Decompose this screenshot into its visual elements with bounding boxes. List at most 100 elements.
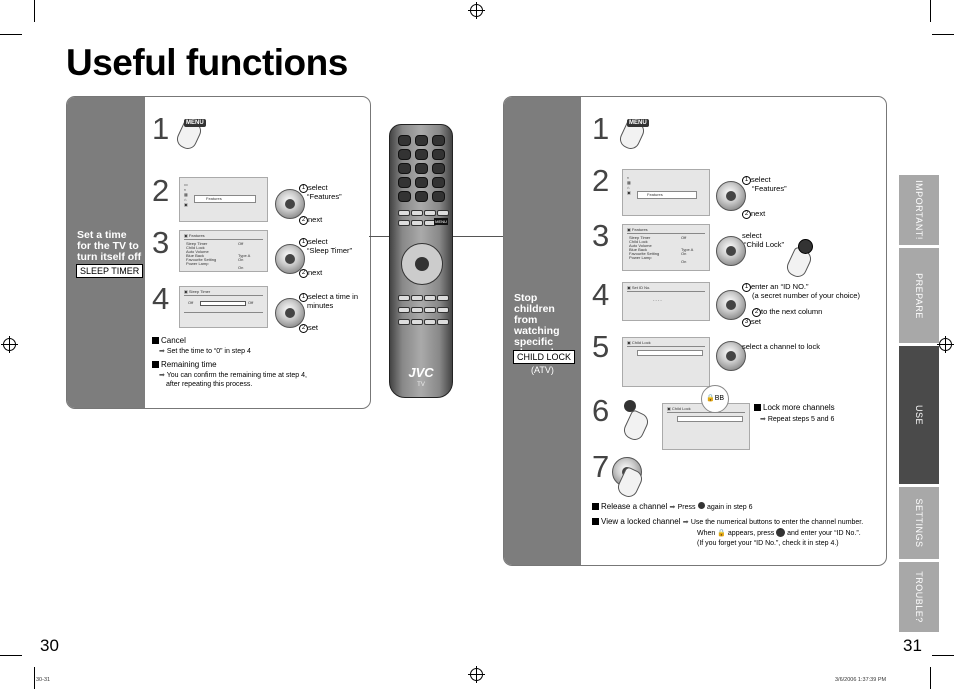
step-number: 3 [592, 218, 610, 253]
child-lock-panel: Stop children from watching specific cha… [503, 96, 887, 566]
screen-title: ▣ Features [184, 233, 205, 238]
remote-button [398, 295, 410, 301]
remote-button [424, 210, 436, 216]
remote-button [424, 295, 436, 301]
id-entry: - - - - [653, 297, 662, 302]
remote-button [398, 210, 410, 216]
crop-mark [932, 34, 954, 35]
tab-settings[interactable]: SETTINGS [899, 487, 939, 559]
c4-line2: (a secret number of your choice) [752, 291, 860, 300]
dial-icon [716, 290, 746, 320]
channel-highlight [677, 416, 743, 422]
step-number: 2 [592, 163, 610, 198]
screen-title: ▣ Child Lock [627, 340, 651, 345]
tab-trouble[interactable]: TROUBLE? [899, 562, 939, 632]
remote-button [432, 135, 445, 146]
remaining-note1: ➡ You can confirm the remaining time at … [159, 372, 307, 379]
step-number: 7 [592, 449, 610, 484]
registration-mark-icon [468, 2, 485, 19]
screen-divider [184, 312, 263, 313]
remote-button [411, 307, 423, 313]
hand-press-icon [621, 409, 651, 443]
remote-button [398, 149, 411, 160]
lock-more-heading: Lock more channels [754, 403, 835, 413]
menu-highlight [637, 191, 697, 199]
remote-button [398, 220, 410, 226]
screen-divider [184, 295, 263, 296]
remote-button [415, 191, 428, 202]
registration-mark-icon [468, 666, 485, 683]
remote-button [424, 307, 436, 313]
menu-highlight [194, 195, 256, 203]
channel-list-screen: ▣ Child Lock [622, 337, 710, 387]
remote-control: MENU JVC TV [389, 124, 453, 398]
remote-button [437, 295, 449, 301]
remote-button [411, 210, 423, 216]
tab-important[interactable]: IMPORTANT! [899, 175, 939, 245]
remote-brand-logo: JVC [408, 365, 434, 380]
screen-divider [667, 412, 745, 413]
screen-title: ▣ Child Lock [667, 406, 691, 411]
dial-icon [275, 189, 305, 219]
tab-use[interactable]: USE [899, 346, 939, 484]
remote-button [432, 149, 445, 160]
remote-button [411, 220, 423, 226]
remote-button [398, 319, 410, 325]
screen-divider [627, 291, 705, 292]
s4-line2: minutes [307, 301, 334, 310]
screen-divider [627, 233, 705, 234]
remote-button [437, 210, 449, 216]
remote-button [415, 135, 428, 146]
remote-button [415, 163, 428, 174]
panel-sidebar [67, 97, 145, 408]
crop-mark [930, 0, 931, 22]
tab-prepare[interactable]: PREPARE [899, 248, 939, 343]
menu-screen: ▭◐▦⌂▣ Features [179, 177, 268, 222]
cancel-note: ➡ Set the time to “0” in step 4 [159, 348, 251, 355]
registration-mark-icon [1, 336, 18, 353]
crop-mark [932, 655, 954, 656]
sleep-heading: Set a time for the TV to turn itself off [77, 229, 142, 263]
step-number: 4 [592, 277, 610, 312]
lock-more-note: ➡ Repeat steps 5 and 6 [760, 416, 835, 423]
page-number-right: 31 [903, 636, 922, 655]
step-number: 1 [592, 111, 610, 146]
remaining-note2: after repeating this process. [166, 381, 253, 388]
screen-title: ▣ Set ID No. [627, 285, 651, 290]
remote-ok-button [415, 257, 429, 271]
step-number: 4 [152, 281, 170, 316]
c5-text: select a channel to lock [742, 342, 820, 351]
remote-dpad [401, 243, 443, 285]
features-item: Features [206, 196, 222, 201]
panel-sidebar [504, 97, 581, 565]
remote-button [398, 307, 410, 313]
sleep-timer-tag: SLEEP TIMER [76, 264, 144, 278]
step-number: 6 [592, 393, 610, 428]
channel-list-screen: ▣ Child Lock [662, 403, 750, 450]
c3-line1: select [742, 231, 762, 240]
child-lock-tag: CHILD LOCK [513, 350, 576, 364]
step-number: 3 [152, 225, 170, 260]
remote-button [437, 319, 449, 325]
sleep-timer-panel: Set a time for the TV to turn itself off… [66, 96, 371, 409]
connector-line [369, 236, 391, 237]
remote-button [437, 307, 449, 313]
crop-mark [34, 0, 35, 22]
remote-button [398, 177, 411, 188]
s3-line2: “Sleep Timer” [307, 246, 353, 255]
id-screen: ▣ Set ID No. - - - - [622, 282, 710, 321]
step-number: 1 [152, 111, 170, 146]
remote-button [432, 163, 445, 174]
timer-left: Off [188, 300, 194, 305]
dial-icon [716, 236, 746, 266]
remote-menu-key: MENU [434, 218, 448, 225]
registration-mark-icon [937, 336, 954, 353]
page-title: Useful functions [66, 42, 348, 83]
